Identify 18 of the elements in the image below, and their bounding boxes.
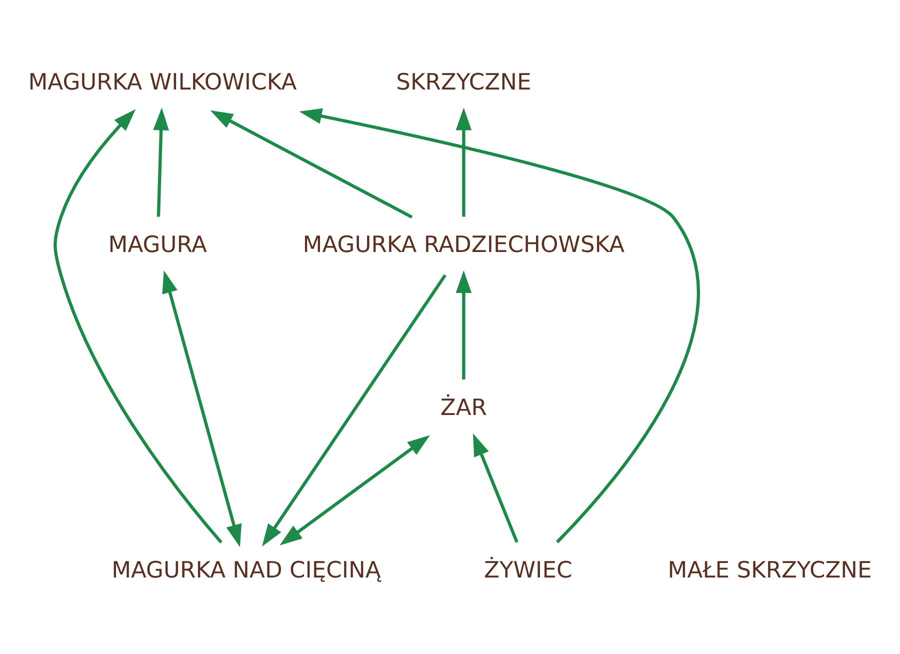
node-text: MAŁE SKRZYCZNE — [668, 557, 872, 584]
arrow — [262, 274, 447, 546]
arrow — [280, 434, 430, 545]
node-text: MAGURA — [108, 232, 207, 258]
arrow — [456, 107, 472, 216]
node-text: MAGURKA RADZIECHOWSKA — [302, 232, 625, 258]
arrow — [472, 432, 518, 542]
arrow — [162, 270, 242, 547]
node-text: MAGURKA WILKOWICKA — [28, 68, 297, 95]
node-text: ŻYWIEC — [484, 557, 572, 584]
arrow — [299, 108, 700, 543]
node-text: SKRZYCZNE — [396, 68, 532, 95]
node-text: MAGURKA NAD CIĘCINĄ — [112, 557, 381, 584]
arrow — [210, 110, 413, 218]
node-text: ŻAR — [440, 394, 487, 420]
arrow — [54, 108, 223, 544]
arrow — [456, 270, 472, 379]
arrow — [153, 107, 169, 216]
